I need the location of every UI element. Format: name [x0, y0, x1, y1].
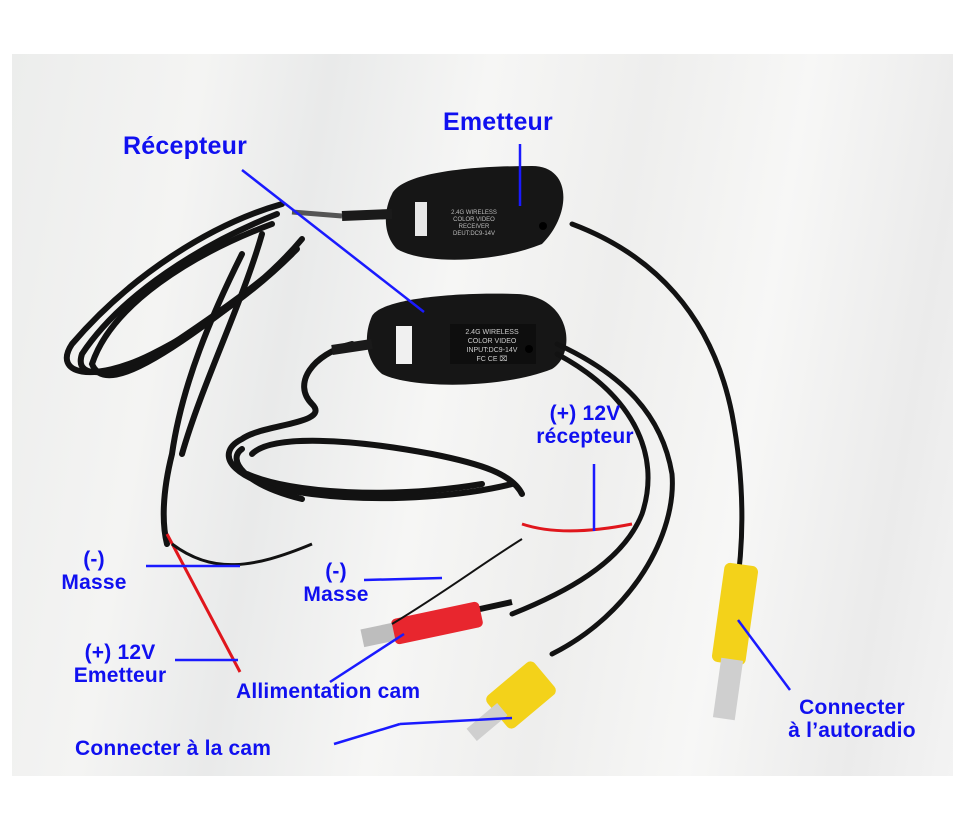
label-recepteur: Récepteur [123, 132, 248, 160]
svg-text:COLOR VIDEO: COLOR VIDEO [453, 217, 495, 223]
label-masse-mid-line2: Masse [303, 583, 369, 606]
annotation-leaders [146, 144, 792, 746]
label-connecter-autoradio-line1: Connecter [799, 696, 905, 719]
rca-cables [509, 221, 745, 657]
red-wire-recepteur [521, 522, 633, 533]
label-plus12v-emetteur: (+) 12V Emetteur [50, 641, 190, 687]
black-wire-emetteur [171, 542, 313, 567]
label-masse-left-line2: Masse [61, 571, 127, 594]
label-connecter-autoradio: Connecter à l’autoradio [752, 696, 952, 742]
label-plus12v-recepteur-line2: récepteur [536, 425, 634, 448]
svg-text:2.4G WIRELESS: 2.4G WIRELESS [451, 210, 497, 216]
product-photo: 2.4G WIRELESS COLOR VIDEO RECEIVER DEUT:… [12, 54, 953, 776]
label-emetteur-top: Emetteur [443, 108, 553, 136]
label-connecter-autoradio-line2: à l’autoradio [788, 719, 916, 742]
label-masse-mid: (-) Masse [290, 560, 382, 606]
label-plus12v-emetteur-line2: Emetteur [73, 664, 167, 687]
svg-text:RECEIVER: RECEIVER [459, 224, 490, 230]
coiled-cable-middle [225, 341, 525, 502]
svg-text:COLOR VIDEO: COLOR VIDEO [468, 338, 517, 345]
coiled-cable-left [63, 201, 305, 547]
label-plus12v-emetteur-line1: (+) 12V [84, 641, 156, 664]
label-masse-mid-line1: (-) [325, 560, 347, 583]
transmitter-box: 2.4G WIRELESS COLOR VIDEO RECEIVER DEUT:… [291, 166, 564, 260]
receiver-box: 2.4G WIRELESS COLOR VIDEO INPUT:DC9-14V … [331, 293, 567, 385]
svg-text:FC CE ⌧: FC CE ⌧ [476, 355, 507, 363]
label-connecter-cam: Connecter à la cam [75, 737, 272, 760]
label-masse-left-line1: (-) [83, 548, 105, 571]
red-wire-emetteur [165, 533, 242, 673]
label-plus12v-recepteur: (+) 12V récepteur [510, 402, 660, 448]
svg-text:INPUT:DC9-14V: INPUT:DC9-14V [467, 347, 518, 354]
rca-plug-cam [466, 661, 556, 741]
rca-plug-autoradio [711, 562, 759, 721]
label-masse-left: (-) Masse [48, 548, 140, 594]
dc-power-plug [360, 599, 513, 648]
svg-text:2.4G WIRELESS: 2.4G WIRELESS [465, 329, 519, 336]
svg-text:DEUT:DC9-14V: DEUT:DC9-14V [453, 231, 495, 237]
black-wire-recepteur [391, 538, 523, 625]
label-allimentation-cam: Allimentation cam [236, 680, 421, 703]
wiring-illustration: 2.4G WIRELESS COLOR VIDEO RECEIVER DEUT:… [63, 144, 792, 746]
label-plus12v-recepteur-line1: (+) 12V [549, 402, 621, 425]
